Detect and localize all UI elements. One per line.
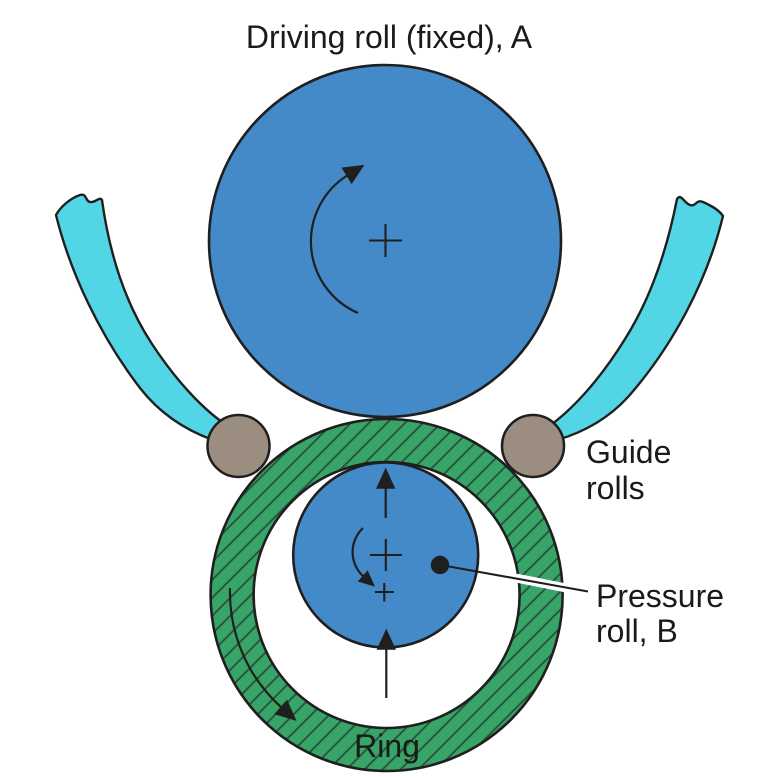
pressure-roll-center-mark: [370, 539, 402, 571]
pressure-roll-leader-line: [448, 565, 589, 593]
ring-rotation-arrow: [228, 587, 297, 721]
driving-roll-center-mark: [369, 224, 402, 257]
title-driving-roll: Driving roll (fixed), A: [246, 19, 533, 55]
guide-roll-right: [500, 413, 566, 479]
label-pressure-roll-line2: roll, B: [596, 613, 678, 649]
label-guide-rolls-line2: rolls: [586, 470, 645, 506]
pressure-roll-offset-mark: [375, 583, 394, 602]
pressure-roll-rotation-arrow: [351, 527, 376, 587]
guide-arm-right: [543, 195, 725, 442]
label-pressure-roll-line1: Pressure: [596, 578, 724, 614]
guide-roll-left: [206, 413, 271, 479]
ring-outer-edge: [209, 417, 564, 773]
guide-arm-left: [54, 193, 238, 442]
pressure-roll-callout-dot: [430, 555, 450, 575]
label-ring: Ring: [354, 728, 420, 764]
label-guide-rolls-line1: Guide: [586, 434, 671, 470]
driving-roll-rotation-arrow: [309, 164, 365, 315]
